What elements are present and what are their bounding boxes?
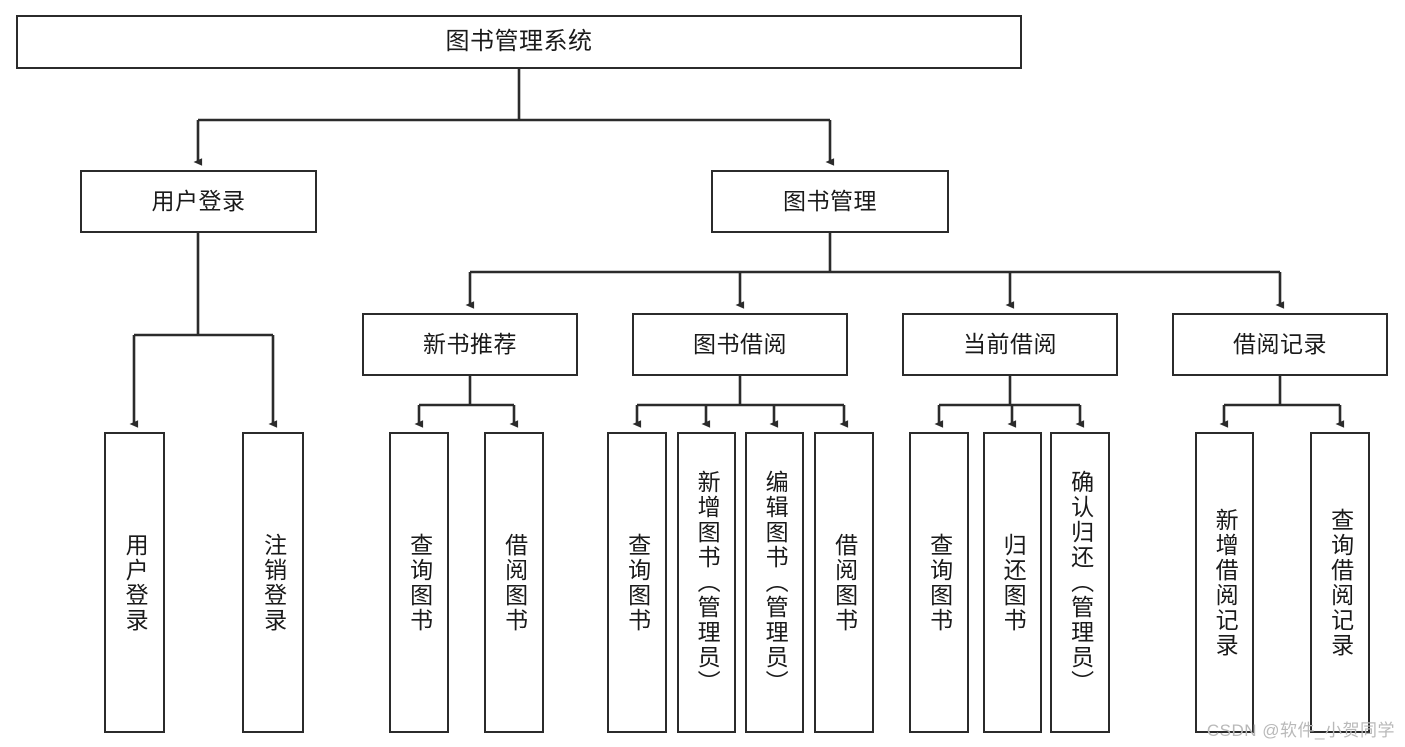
leaf-book-borrow-borrow-label: 借阅图书 (831, 532, 858, 633)
leaf-book-borrow-edit[interactable]: 编辑图书（管理员） (745, 432, 804, 733)
node-book-borrow[interactable]: 图书借阅 (632, 313, 848, 376)
leaf-current-borrow-confirm-label: 确认归还（管理员） (1067, 470, 1094, 695)
leaf-new-book-borrow-label: 借阅图书 (501, 532, 528, 633)
leaf-current-borrow-query-label: 查询图书 (926, 532, 953, 633)
node-current-borrow-label: 当前借阅 (963, 330, 1057, 357)
leaf-borrow-record-add-label: 新增借阅记录 (1212, 507, 1239, 658)
node-user-login[interactable]: 用户登录 (80, 170, 317, 233)
leaf-new-book-query[interactable]: 查询图书 (389, 432, 449, 733)
node-borrow-record-label: 借阅记录 (1233, 330, 1327, 357)
node-current-borrow[interactable]: 当前借阅 (902, 313, 1118, 376)
node-root[interactable]: 图书管理系统 (16, 15, 1022, 69)
node-new-book-recommend[interactable]: 新书推荐 (362, 313, 578, 376)
leaf-borrow-record-query-label: 查询借阅记录 (1327, 507, 1354, 658)
leaf-book-borrow-query[interactable]: 查询图书 (607, 432, 667, 733)
leaf-new-book-query-label: 查询图书 (406, 532, 433, 633)
leaf-user-login-login-label: 用户登录 (122, 532, 149, 633)
leaf-user-login-logout[interactable]: 注销登录 (242, 432, 304, 733)
leaf-current-borrow-confirm[interactable]: 确认归还（管理员） (1050, 432, 1110, 733)
leaf-current-borrow-query[interactable]: 查询图书 (909, 432, 969, 733)
node-root-label: 图书管理系统 (445, 27, 593, 55)
leaf-current-borrow-return-label: 归还图书 (1000, 532, 1027, 633)
leaf-user-login-logout-label: 注销登录 (260, 532, 287, 633)
leaf-book-borrow-add-label: 新增图书（管理员） (694, 470, 721, 695)
leaf-book-borrow-add[interactable]: 新增图书（管理员） (677, 432, 736, 733)
leaf-book-borrow-query-label: 查询图书 (624, 532, 651, 633)
node-new-book-recommend-label: 新书推荐 (423, 330, 517, 357)
leaf-new-book-borrow[interactable]: 借阅图书 (484, 432, 544, 733)
leaf-borrow-record-query[interactable]: 查询借阅记录 (1310, 432, 1370, 733)
leaf-book-borrow-borrow[interactable]: 借阅图书 (814, 432, 874, 733)
node-book-manage-label: 图书管理 (783, 187, 877, 214)
leaf-user-login-login[interactable]: 用户登录 (104, 432, 165, 733)
node-user-login-label: 用户登录 (151, 187, 246, 214)
node-book-borrow-label: 图书借阅 (693, 330, 787, 357)
watermark-text: CSDN @软件_小贺同学 (1206, 721, 1395, 740)
leaf-current-borrow-return[interactable]: 归还图书 (983, 432, 1042, 733)
leaf-book-borrow-edit-label: 编辑图书（管理员） (762, 470, 789, 695)
leaf-borrow-record-add[interactable]: 新增借阅记录 (1195, 432, 1254, 733)
node-borrow-record[interactable]: 借阅记录 (1172, 313, 1388, 376)
node-book-manage[interactable]: 图书管理 (711, 170, 949, 233)
